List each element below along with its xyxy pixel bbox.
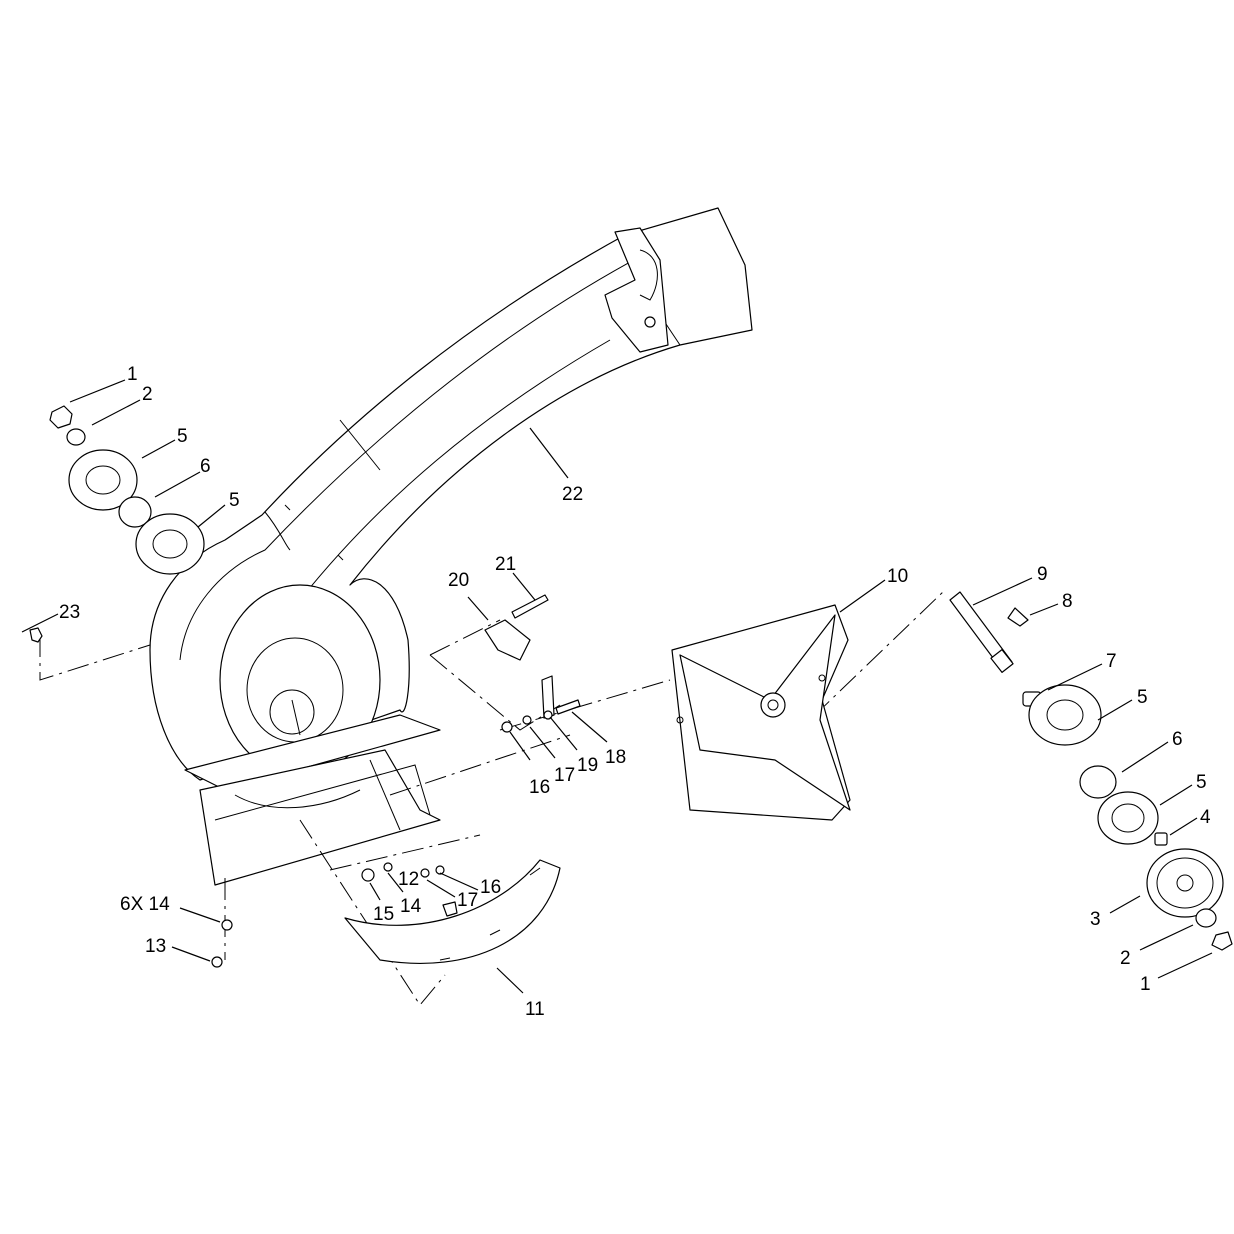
right-bearing-stack (1022, 684, 1233, 951)
callout-6x14: 6X 14 (120, 894, 170, 915)
callout-12: 12 (398, 869, 419, 890)
callout-1-right: 1 (1140, 974, 1151, 995)
callout-23: 23 (59, 602, 80, 623)
callout-9: 9 (1037, 564, 1048, 585)
scraper-blade (344, 859, 561, 964)
callout-2-right: 2 (1120, 948, 1131, 969)
callout-19: 19 (577, 755, 598, 776)
callout-15: 15 (373, 904, 394, 925)
callout-leaders (21, 379, 1213, 994)
callout-13: 13 (145, 936, 166, 957)
callout-4: 4 (1200, 807, 1211, 828)
small-hardware (211, 699, 581, 968)
callout-17-upper: 17 (554, 765, 575, 786)
drive-shaft (949, 591, 1029, 674)
callout-5-left-b: 5 (229, 490, 240, 511)
callout-2-left: 2 (142, 384, 153, 405)
callout-18: 18 (605, 747, 626, 768)
callout-5-left-a: 5 (177, 426, 188, 447)
callout-22: 22 (562, 484, 583, 505)
callout-10: 10 (887, 566, 908, 587)
callout-labels: 1 2 5 6 5 22 23 20 21 10 9 8 7 5 6 5 4 3… (59, 364, 1211, 1020)
discharge-chute (149, 207, 753, 886)
impeller (671, 604, 851, 821)
callout-6-right: 6 (1172, 729, 1183, 750)
callout-1-left: 1 (127, 364, 138, 385)
callout-16-lower: 16 (480, 877, 501, 898)
bracket-assembly (484, 594, 555, 719)
callout-3: 3 (1090, 909, 1101, 930)
callout-5-right-a: 5 (1137, 687, 1148, 708)
callout-14: 14 (400, 896, 422, 917)
callout-5-right-b: 5 (1196, 772, 1207, 793)
callout-21: 21 (495, 554, 516, 575)
callout-17-lower: 17 (457, 890, 478, 911)
left-bearing-stack (29, 405, 205, 643)
callout-6-left: 6 (200, 456, 211, 477)
callout-20: 20 (448, 570, 469, 591)
callout-7: 7 (1106, 651, 1117, 672)
callout-11: 11 (525, 999, 545, 1020)
callout-16-upper: 16 (529, 777, 550, 798)
callout-8: 8 (1062, 591, 1073, 612)
